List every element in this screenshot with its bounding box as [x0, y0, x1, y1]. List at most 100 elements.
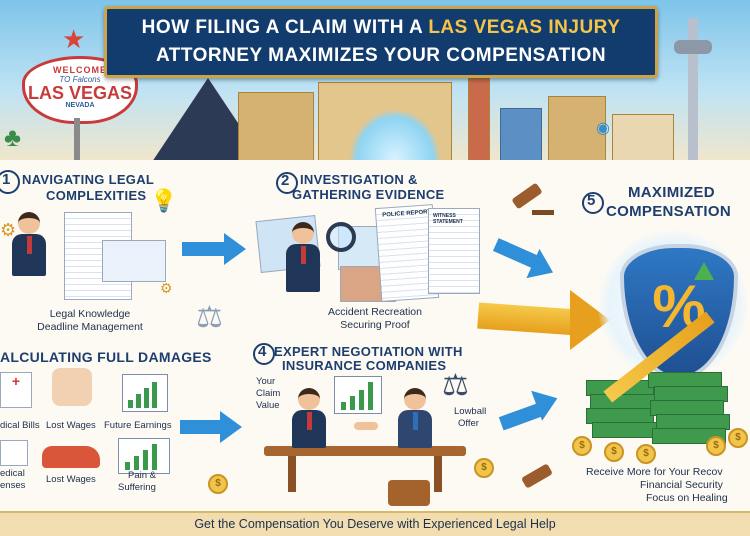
your-claim-line-1: Your — [256, 376, 276, 387]
investigator-tie — [301, 246, 306, 264]
witness-statement-label: WITNESS STATEMENT — [433, 213, 463, 225]
insurer-head — [404, 388, 426, 410]
table-leg — [288, 456, 296, 492]
police-report-label: POLICE REPORT — [382, 209, 432, 219]
chart-bar — [125, 462, 130, 470]
step-2-title-line-1: INVESTIGATION & — [300, 172, 418, 187]
chart-bar — [128, 400, 133, 408]
flow-arrow-3 — [180, 420, 222, 434]
footer-banner: Get the Compensation You Deserve with Ex… — [0, 511, 750, 536]
step-1-title-line-2: COMPLEXITIES — [46, 188, 147, 203]
step-5-number: 5 — [587, 192, 596, 209]
title-line-1: HOW FILING A CLAIM WITH A LAS VEGAS INJU… — [107, 17, 655, 39]
coin-icon: $ — [636, 444, 656, 464]
medical-cross-icon: + — [11, 373, 21, 389]
medical-expense-icon — [0, 440, 28, 466]
your-claim-line-2: Claim — [256, 388, 281, 399]
step-5-title-line-2: COMPENSATION — [606, 203, 731, 220]
calendar-timeline-icon — [102, 240, 166, 282]
glass-building-icon — [500, 108, 542, 164]
step-1-badge — [0, 170, 20, 194]
step-4-number: 4 — [258, 343, 267, 360]
title-banner: HOW FILING A CLAIM WITH A LAS VEGAS INJU… — [104, 6, 658, 78]
title-prefix: HOW FILING A CLAIM WITH A — [141, 17, 423, 38]
briefcase-icon — [388, 480, 430, 506]
chart-bar — [143, 450, 148, 470]
growth-arrow-icon — [694, 262, 714, 280]
chart-bar — [152, 444, 157, 470]
step-3-title: ALCULATING FULL DAMAGES — [0, 349, 212, 365]
chart-bar — [152, 382, 157, 408]
globe-icon: ◉ — [596, 120, 610, 137]
flow-arrow-1-head — [224, 233, 246, 265]
money-stack-icon — [592, 422, 660, 438]
chart-bar — [341, 402, 346, 410]
sign-pole — [74, 118, 80, 162]
lowball-line-2: Offer — [458, 418, 479, 429]
damage-item-5: Lost Wages — [46, 474, 96, 485]
damage-item-4-sub: enses — [0, 480, 26, 491]
footer-text: Get the Compensation You Deserve with Ex… — [194, 517, 556, 531]
attorney-head — [298, 388, 320, 410]
star-icon: ★ — [62, 24, 86, 54]
coin-icon: $ — [572, 436, 592, 456]
your-claim-line-3: Value — [256, 400, 280, 411]
step-5-caption-line-2: Financial Security — [640, 479, 723, 491]
chart-bar — [368, 382, 373, 410]
title-highlight: LAS VEGAS INJURY — [428, 17, 621, 38]
growth-chart-icon — [118, 438, 170, 474]
step-2-title-line-2: GATHERING EVIDENCE — [292, 187, 445, 202]
insurer-tie — [413, 412, 418, 430]
fountain-icon — [350, 110, 440, 160]
scales-icon: ⚖ — [196, 301, 223, 334]
lowball-line-1: Lowball — [454, 406, 487, 417]
gavel-base-icon — [532, 210, 554, 215]
coin-icon: $ — [706, 436, 726, 456]
cactus-icon: ♣ — [4, 122, 22, 152]
gear-icon: ⚙ — [160, 280, 173, 296]
coin-icon: $ — [728, 428, 748, 448]
car-icon — [42, 446, 100, 468]
step-2-caption-line-2: Securing Proof — [340, 319, 410, 331]
scales-icon: ⚖ — [442, 369, 469, 402]
step-1-title-line-1: NAVIGATING LEGAL — [22, 172, 155, 187]
medical-bill-icon: + — [0, 372, 32, 408]
coin-icon: $ — [604, 442, 624, 462]
handshake-icon — [354, 422, 378, 430]
tower-top-icon — [674, 40, 712, 54]
step-4-title-line-2: INSURANCE COMPANIES — [282, 358, 447, 373]
chart-bar — [136, 394, 141, 408]
coin-icon: $ — [208, 474, 228, 494]
step-4-badge — [253, 343, 275, 365]
table-leg — [434, 456, 442, 492]
step-2-number: 2 — [281, 172, 290, 189]
casino-building-icon — [548, 96, 606, 164]
damage-item-2: Lost Wages — [46, 420, 96, 431]
tower-icon — [688, 18, 698, 160]
step-1-number: 1 — [2, 171, 11, 188]
chart-bar — [134, 456, 139, 470]
flow-arrow-1 — [182, 242, 226, 256]
casino-building-icon — [238, 92, 314, 164]
title-line-2: ATTORNEY MAXIMIZES YOUR COMPENSATION — [155, 45, 607, 66]
step-1-caption-line-2: Deadline Management — [37, 321, 143, 333]
chart-bar — [350, 396, 355, 410]
investigator-head — [292, 222, 314, 244]
chart-bar — [359, 390, 364, 410]
step-2-badge — [276, 172, 298, 194]
step-1-caption-line-1: Legal Knowledge — [49, 308, 131, 320]
bandage-icon — [52, 368, 92, 406]
gear-icon: ⚙ — [0, 220, 17, 240]
attorney-tie — [307, 412, 312, 430]
chart-bar — [144, 388, 149, 408]
damage-item-6-sub: Suffering — [118, 482, 156, 493]
lawyer-head — [18, 212, 40, 234]
damage-item-6: Pain & — [128, 470, 156, 481]
step-5-caption-line-1: Receive More for Your Recov — [586, 466, 723, 478]
step-5-title-line-1: MAXIMIZED — [628, 184, 715, 201]
sign-welcome: WELCOME — [53, 65, 107, 75]
lawyer-tie — [27, 236, 32, 254]
sign-city: LAS VEGAS — [27, 83, 133, 103]
step-4-title-line-1: EXPERT NEGOTIATION WITH — [274, 344, 463, 359]
